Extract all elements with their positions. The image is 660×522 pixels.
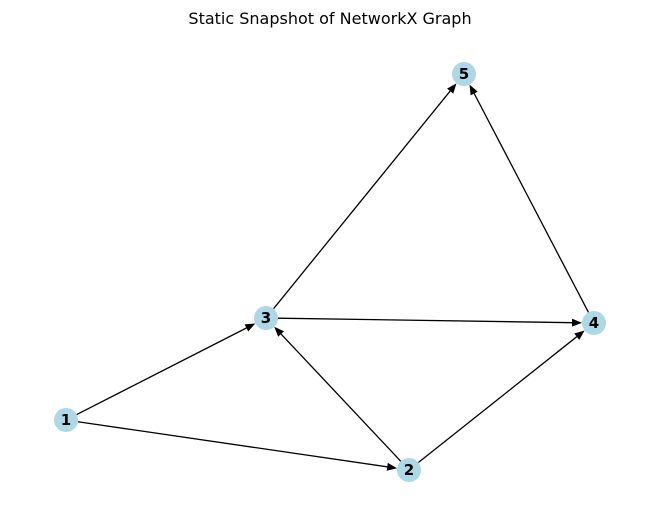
arrowhead-1-2 [386, 462, 398, 471]
node-2: 2 [397, 458, 421, 482]
node-3: 3 [254, 306, 278, 330]
edge-1-2 [77, 421, 388, 468]
node-label-2: 2 [404, 461, 414, 479]
arrowhead-4-5 [469, 84, 478, 96]
node-1: 1 [54, 408, 78, 432]
graph-title: Static Snapshot of NetworkX Graph [188, 9, 471, 28]
node-circle-3 [254, 306, 278, 330]
edge-2-4 [417, 336, 578, 464]
node-circle-1 [54, 408, 78, 432]
arrowhead-2-3 [274, 326, 284, 337]
arrowhead-2-4 [574, 330, 585, 340]
edge-4-5 [473, 93, 590, 313]
node-label-4: 4 [589, 314, 599, 332]
node-label-5: 5 [459, 65, 469, 83]
arrowhead-3-4 [571, 318, 583, 327]
node-label-1: 1 [61, 411, 71, 429]
edge-2-3 [280, 333, 402, 462]
arrowhead-3-5 [447, 83, 457, 94]
edge-1-3 [76, 327, 247, 416]
node-circle-2 [397, 458, 421, 482]
edge-3-4 [277, 317, 573, 324]
node-4: 4 [582, 311, 606, 335]
arrowhead-1-3 [244, 323, 256, 332]
node-label-3: 3 [261, 309, 271, 327]
node-circle-4 [582, 311, 606, 335]
node-5: 5 [452, 62, 476, 86]
edges-layer [76, 83, 590, 471]
edge-3-5 [273, 90, 451, 310]
node-circle-5 [452, 62, 476, 86]
nodes-layer: 1 2 3 4 5 [54, 62, 606, 482]
